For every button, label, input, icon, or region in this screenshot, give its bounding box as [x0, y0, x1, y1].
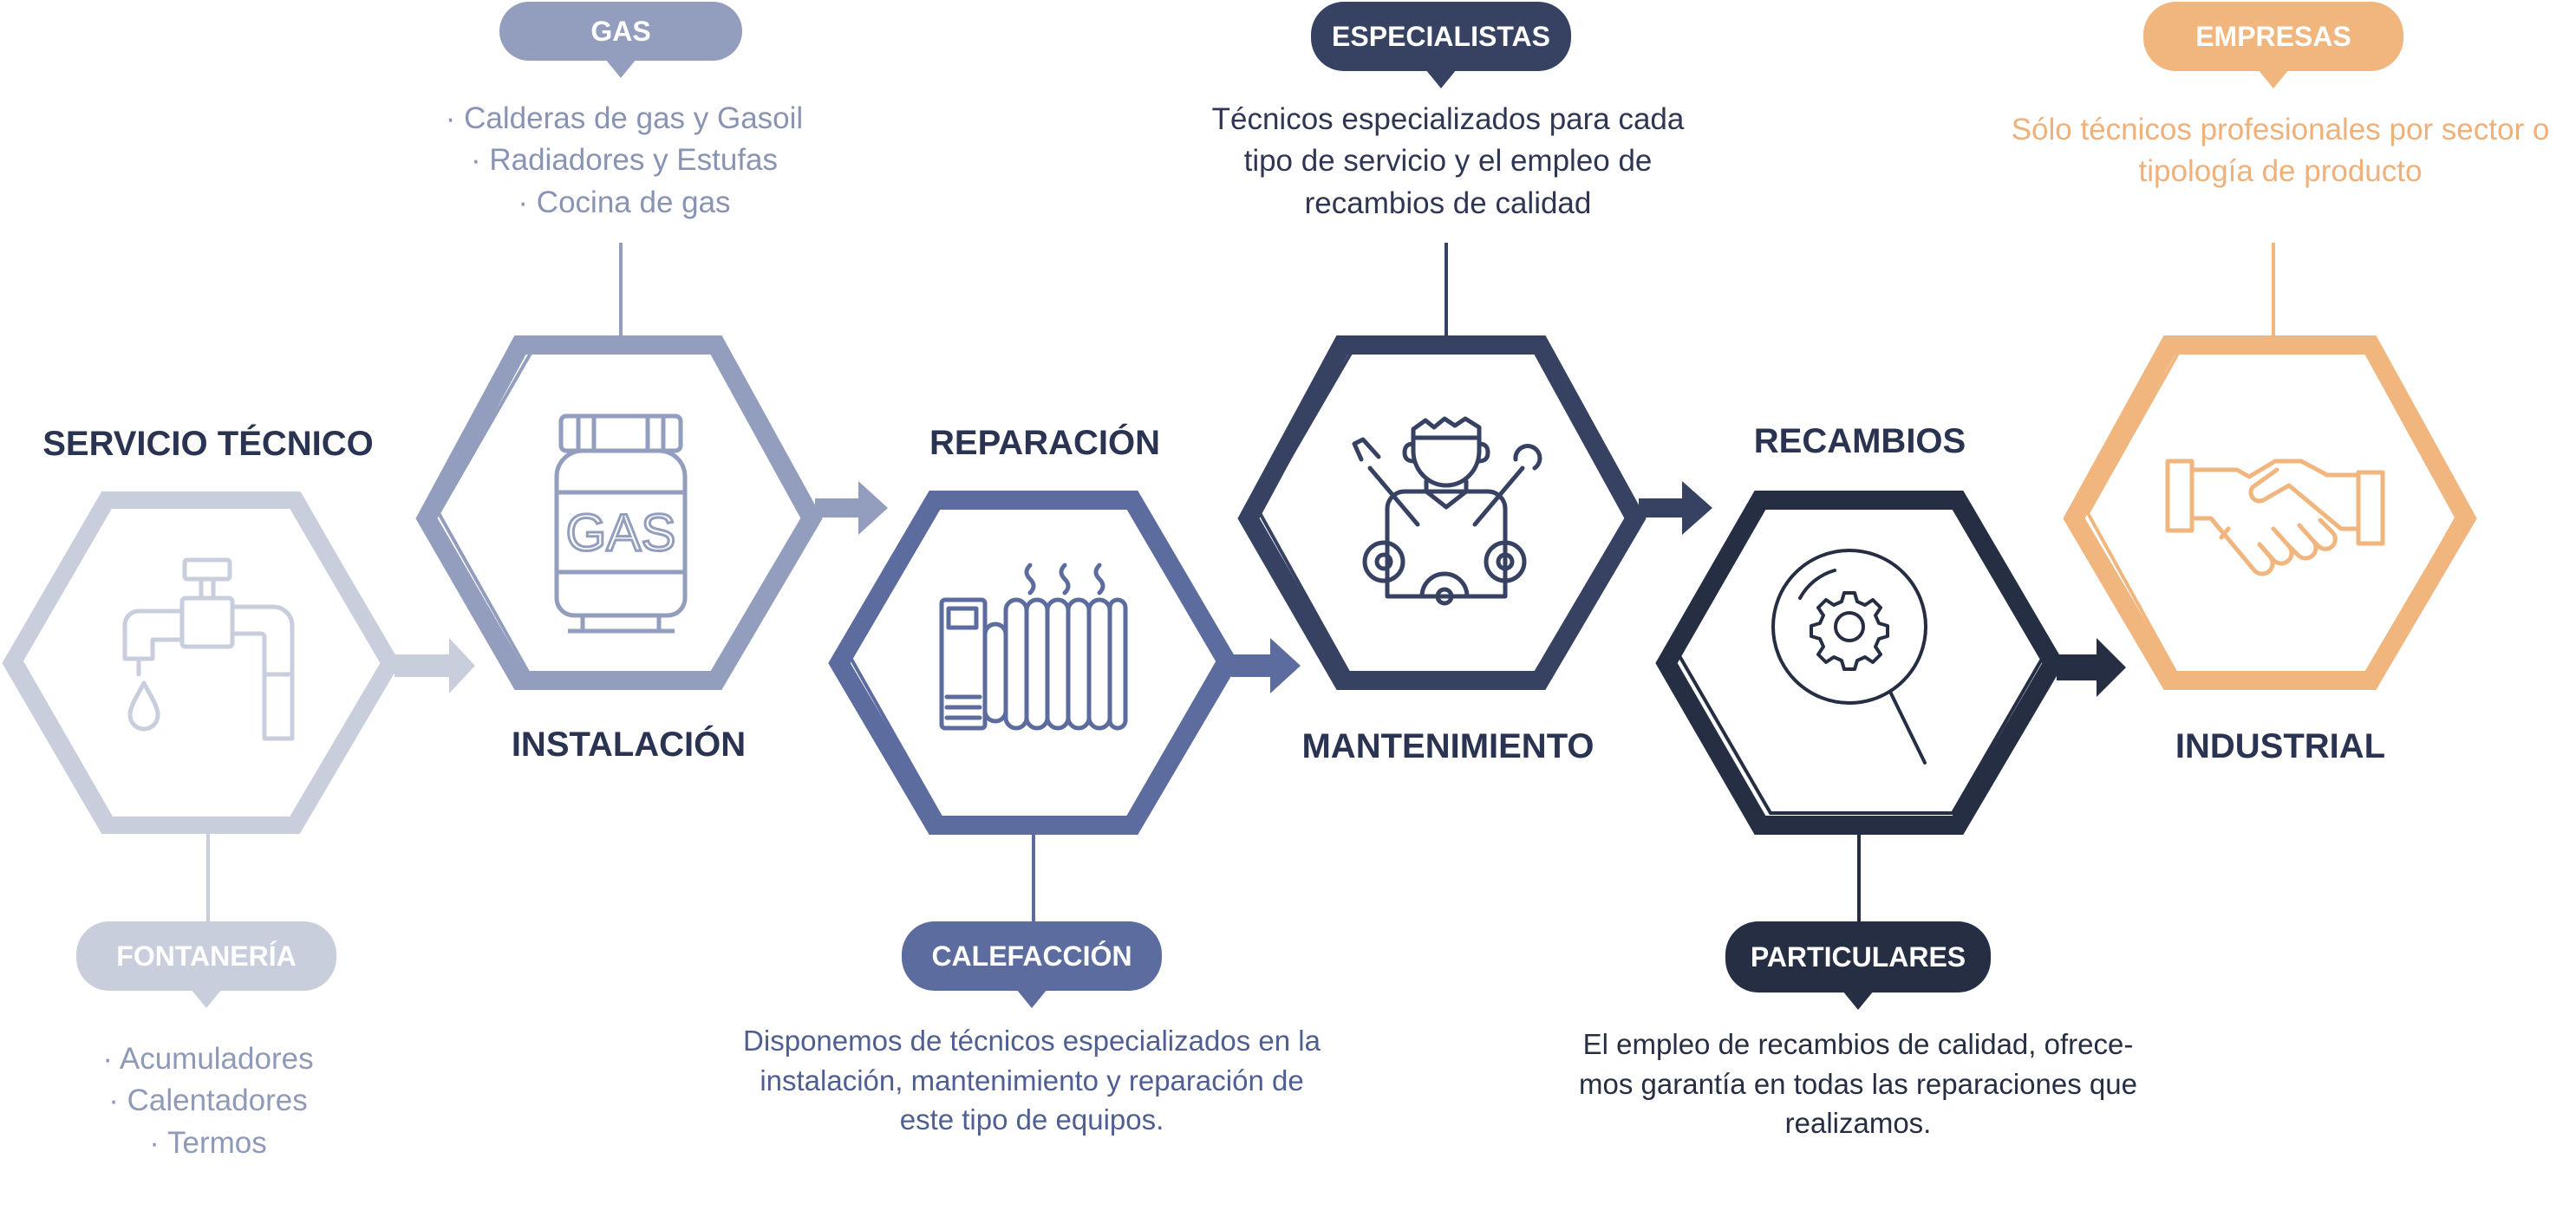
list-item: · Calderas de gas y Gasoil: [445, 101, 804, 135]
faucet-icon: [122, 557, 295, 741]
arrow-right: [2057, 638, 2126, 697]
hexagon-outer: [2063, 335, 2477, 690]
hexagon-inner: [16, 492, 396, 822]
step-industrial: [2063, 243, 2477, 690]
step-title-industrial: INDUSTRIAL: [2175, 727, 2386, 765]
step-title-reparacion: REPARACIÓN: [929, 424, 1160, 462]
step-title-instalacion: INSTALACIÓN: [511, 726, 747, 764]
tag-gas: GAS: [499, 2, 742, 78]
empresas-description: Sólo técnicos profesionales por sector o…: [2011, 113, 2550, 189]
step-recambios: [1655, 491, 2126, 921]
gas-cylinder-icon: [554, 413, 688, 634]
list-item: · Calentadores: [108, 1084, 308, 1118]
list-item: · Cocina de gas: [518, 185, 731, 219]
tag-calefaccion: CALEFACCIÓN: [902, 921, 1162, 1008]
step-mantenimiento: [1237, 243, 1712, 690]
hexagon-outer: [1655, 491, 2064, 835]
arrow-right: [395, 638, 475, 693]
hexagon-outer: [828, 491, 1239, 835]
handshake-icon: [2165, 459, 2385, 576]
particulares-description: El empleo de recambios de calidad, ofrec…: [1579, 1028, 2137, 1140]
hexagon-inner: [1676, 494, 2047, 815]
tag-especialistas: ESPECIALISTAS: [1311, 2, 1571, 88]
step-title-recambios: RECAMBIOS: [1753, 422, 1966, 460]
step-reparacion: [828, 491, 1301, 921]
gear-magnifier-icon: [1771, 549, 1927, 765]
hexagon-inner: [847, 492, 1223, 820]
hexagon-outer: [1237, 335, 1647, 690]
step-servicio-tecnico: [2, 491, 475, 921]
arrow-right: [1231, 638, 1301, 693]
step-title-servicio-tecnico: SERVICIO TÉCNICO: [42, 425, 374, 463]
hexagon-inner: [436, 348, 811, 681]
tag-fontaneria: FONTANERÍA: [76, 921, 336, 1008]
list-item: · Termos: [149, 1125, 267, 1160]
calefaccion-description: Disponemos de técnicos especializados en…: [743, 1025, 1321, 1136]
gas-cylinder-label: GAS: [566, 504, 676, 562]
arrow-right: [1639, 481, 1712, 535]
radiator-icon: [939, 563, 1128, 731]
step-title-mantenimiento: MANTENIMIENTO: [1301, 727, 1595, 765]
gas-items: · Calderas de gas y Gasoil · Radiadores …: [399, 98, 850, 224]
list-item: · Radiadores y Estufas: [470, 143, 779, 178]
technician-icon: [1352, 416, 1542, 606]
tag-particulares: PARTICULARES: [1725, 921, 1991, 1010]
list-item: · Acumuladores: [102, 1042, 314, 1076]
tag-empresas: EMPRESAS: [2143, 2, 2403, 88]
hexagon-inner: [1256, 348, 1636, 681]
especialistas-description: Técnicos especializados para cada tipo d…: [1211, 102, 1685, 220]
hexagon-inner: [2085, 348, 2462, 681]
arrow-right: [815, 481, 888, 535]
hexagon-outer: [415, 335, 823, 690]
fontaneria-items: · Acumuladores · Calentadores · Termos: [35, 1038, 382, 1164]
step-instalacion: GAS: [415, 243, 888, 690]
